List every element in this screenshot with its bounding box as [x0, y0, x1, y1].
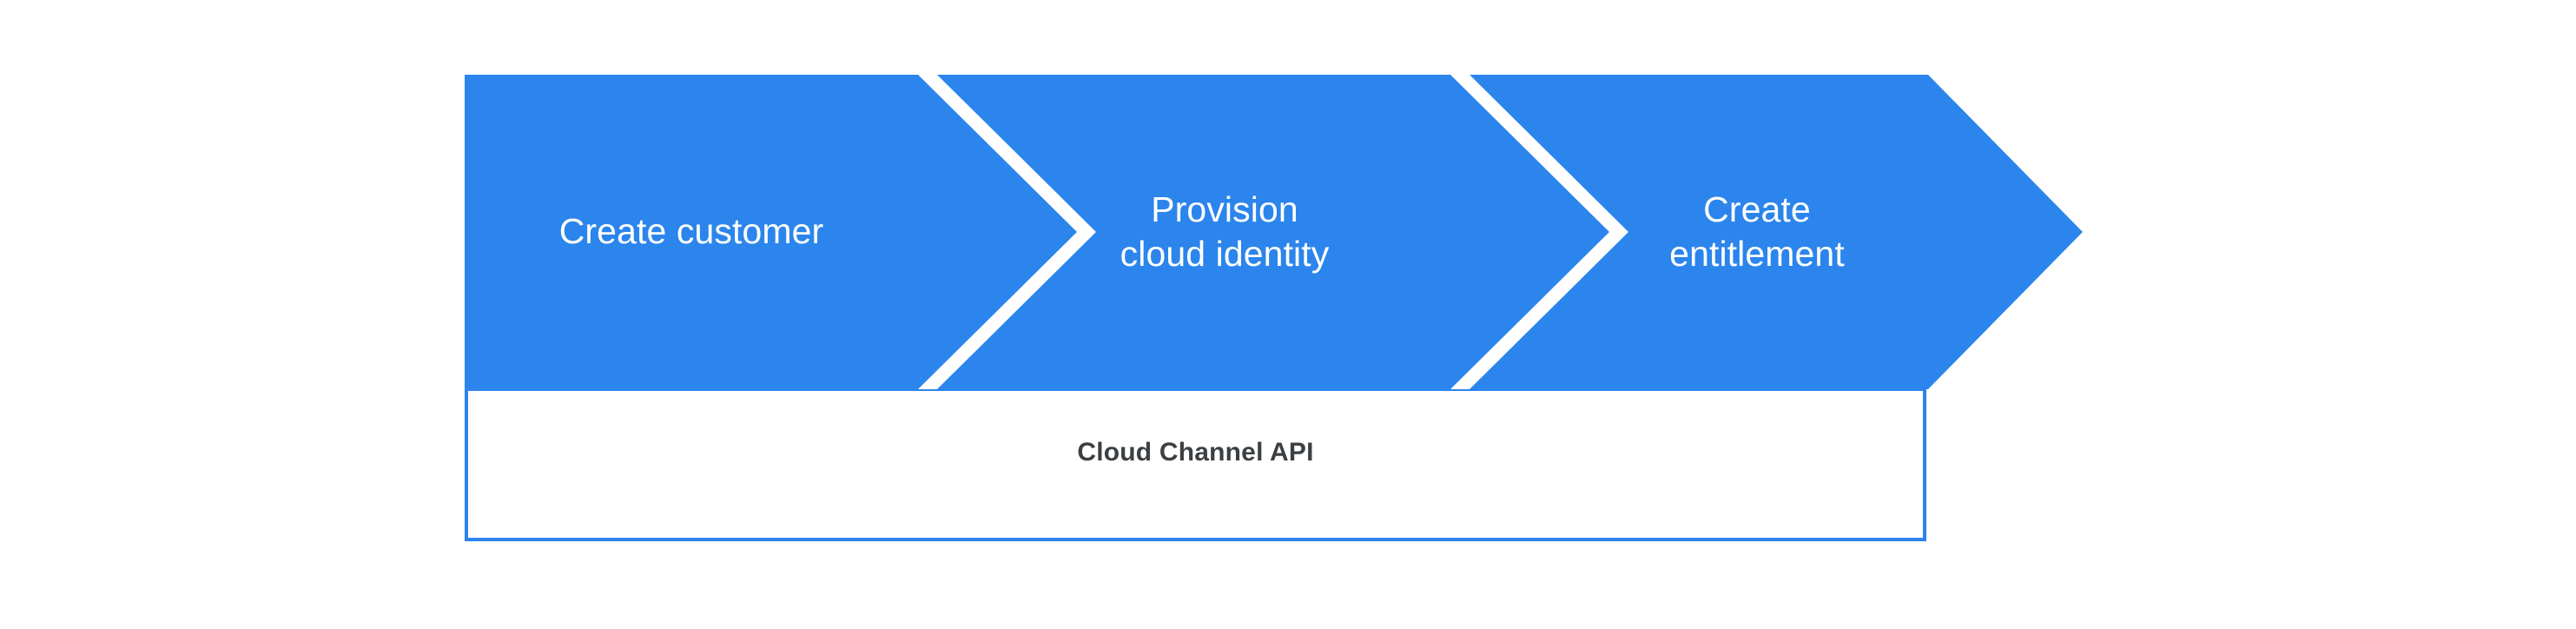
cloud-channel-api-bar: Cloud Channel API [465, 389, 1926, 541]
chevron-body-shape [465, 75, 2083, 389]
chevron-band [465, 75, 2083, 389]
chevron-band-svg [465, 75, 2083, 389]
cloud-channel-api-label: Cloud Channel API [1077, 437, 1314, 467]
